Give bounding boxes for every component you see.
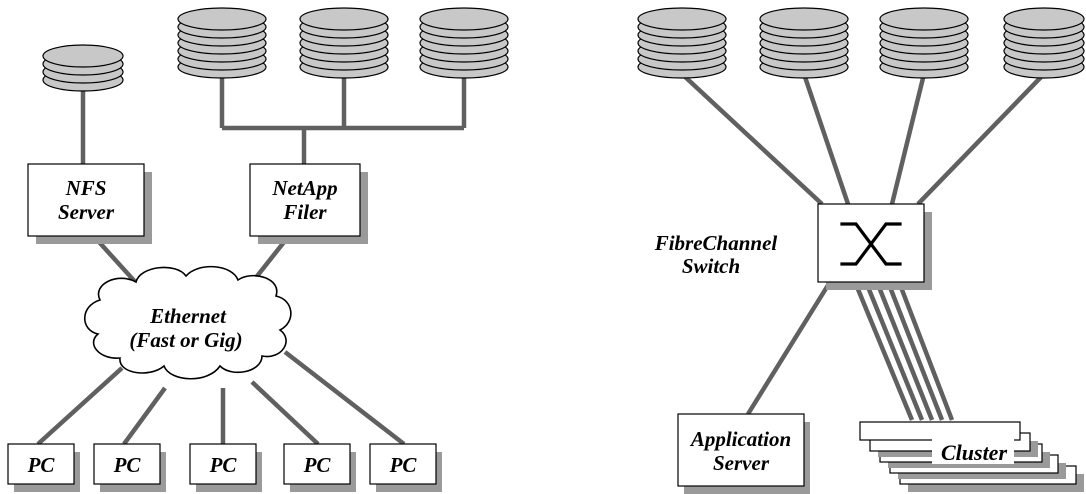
pc-label: PC (209, 453, 238, 477)
cluster-label: Cluster (941, 440, 1007, 465)
san-disk-stack-1 (637, 7, 727, 79)
switch-label-line1: FibreChannel (654, 231, 778, 255)
pc-box: PC (369, 443, 442, 492)
pc-label: PC (113, 453, 142, 477)
right-wires (680, 72, 1046, 421)
nfs-server-label-line1: NFS (65, 176, 107, 200)
pc-box: PC (189, 443, 262, 492)
san-disk-stack-4 (1003, 7, 1085, 79)
app-server-label-line1: Application (689, 427, 791, 451)
switch-crossbar-icon (840, 222, 902, 266)
filer-disk-stack-2 (299, 7, 389, 79)
san-disk-stack-2 (759, 7, 849, 79)
app-server-label-line2: Server (713, 451, 770, 475)
nfs-server-label-line2: Server (58, 200, 115, 224)
pc-box: PC (283, 443, 356, 492)
ethernet-cloud: Ethernet (Fast or Gig) (83, 265, 292, 380)
netapp-filer-label-line1: NetApp (271, 176, 337, 200)
fibrechannel-switch (817, 203, 932, 290)
pc-label: PC (27, 453, 56, 477)
netapp-filer-box: NetApp Filer (249, 163, 368, 244)
ethernet-label-line1: Ethernet (149, 304, 227, 328)
left-wires (36, 78, 467, 446)
netapp-filer-label-line2: Filer (282, 200, 327, 224)
switch-label-line2: Switch (682, 254, 740, 278)
filer-disk-stack-1 (177, 7, 267, 79)
cloud-icon (83, 265, 292, 380)
cluster-stack: Cluster (859, 421, 1084, 492)
pc-box: PC (7, 443, 80, 492)
ethernet-label-line2: (Fast or Gig) (129, 328, 242, 352)
pc-box: PC (93, 443, 166, 492)
san-disk-stack-3 (879, 7, 969, 79)
nfs-server-box: NFS Server (27, 163, 152, 244)
pc-label: PC (389, 453, 418, 477)
pc-label: PC (303, 453, 332, 477)
application-server-box: Application Server (677, 413, 810, 494)
filer-disk-stack-3 (419, 7, 509, 79)
nfs-disk-stack (42, 44, 124, 92)
